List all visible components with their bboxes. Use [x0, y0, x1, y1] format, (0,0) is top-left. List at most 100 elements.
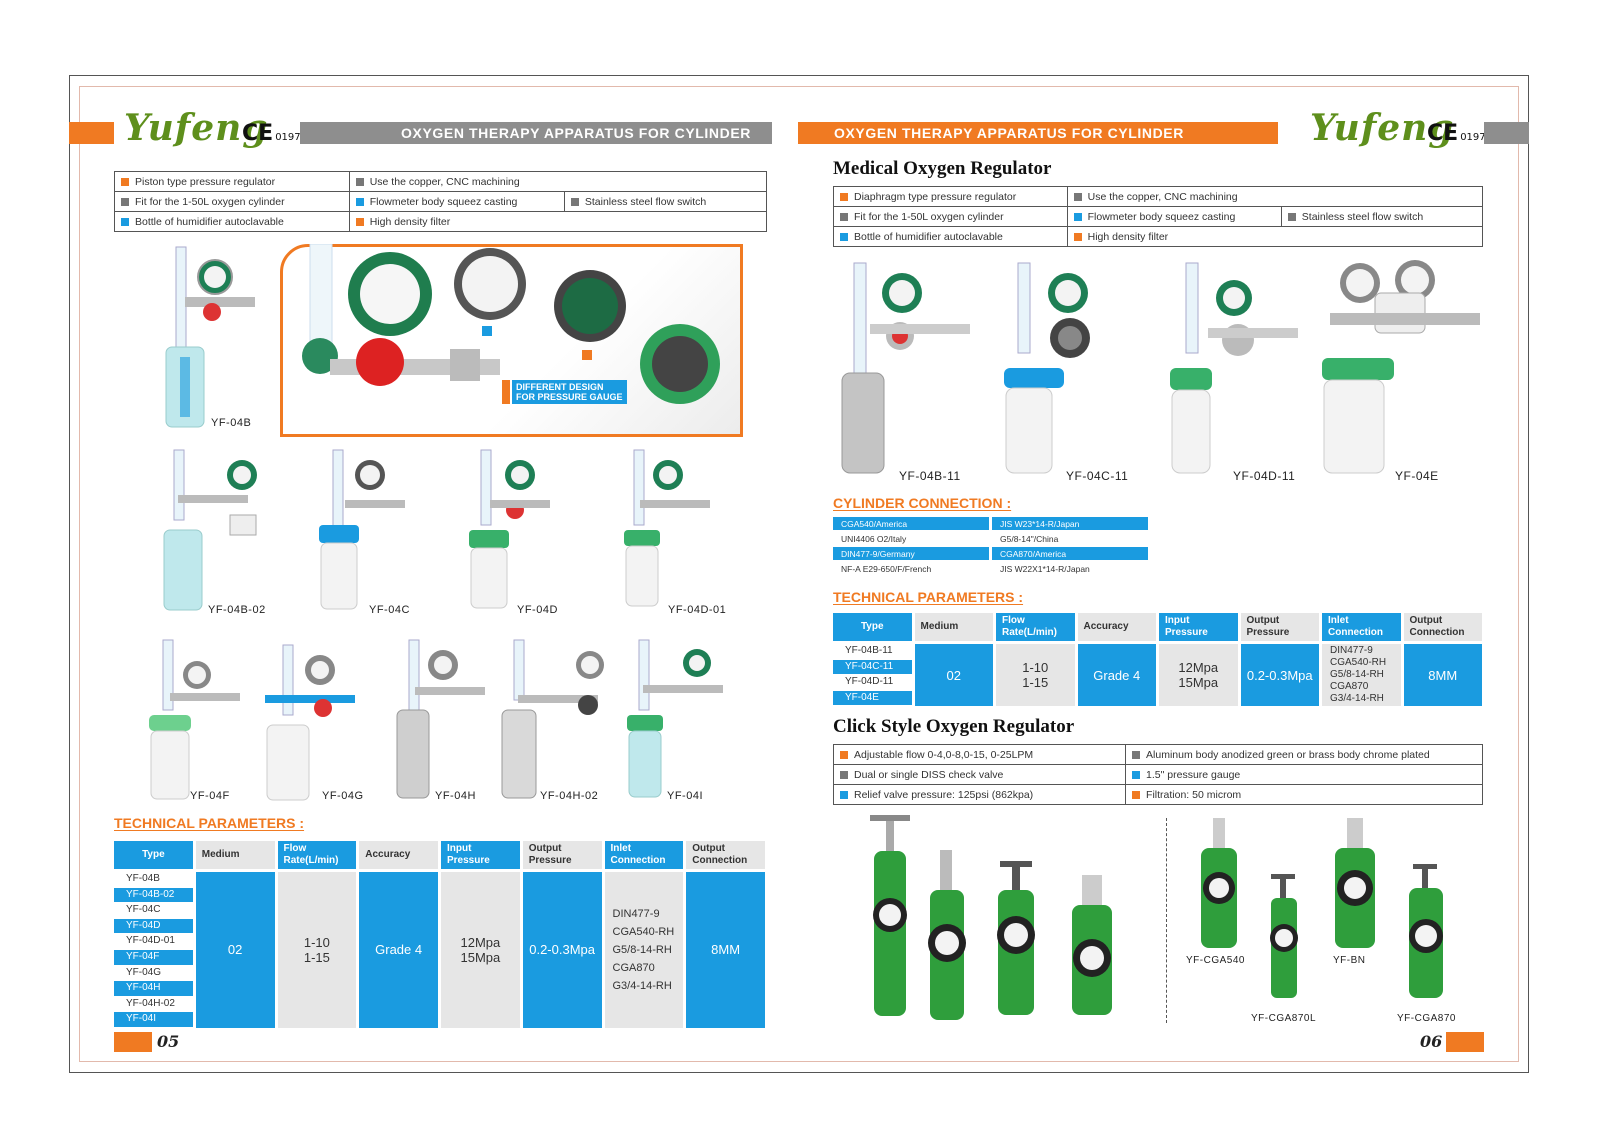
feature-cell: High density filter — [348, 211, 768, 232]
feature-cell: Use the copper, CNC machining — [348, 171, 768, 192]
type-item: YF-04F — [114, 949, 193, 965]
inlet-item: G3/4-14-RH — [612, 979, 672, 992]
bullet-icon — [570, 197, 579, 206]
feature-text: Relief valve pressure: 125psi (862kpa) — [854, 788, 1034, 801]
inlet-item: G3/4-14-RH — [1330, 693, 1384, 704]
product-yf-04h-image — [396, 639, 485, 799]
bullet-icon — [1287, 212, 1296, 221]
feature-text: Piston type pressure regulator — [135, 175, 276, 188]
feature-text: High density filter — [1087, 230, 1169, 243]
connection-cell: G5/8-14"/China — [992, 532, 1148, 545]
bullet-icon — [1073, 212, 1082, 221]
product-yf-04c-image — [319, 449, 405, 610]
left-orange-tab — [69, 122, 114, 144]
connection-cell: DIN477-9/Germany — [833, 547, 989, 560]
left-feature-table: Piston type pressure regulator Use the co… — [114, 171, 768, 232]
left-tech-title: TECHNICAL PARAMETERS : — [114, 815, 305, 831]
inlet-item: DIN477-9 — [612, 907, 660, 920]
right-banner-title: OXYGEN THERAPY APPARATUS FOR CYLINDER — [834, 125, 1184, 141]
bullet-icon — [1073, 192, 1082, 201]
product-label: YF-04B — [211, 417, 252, 429]
bullet-icon — [1132, 750, 1141, 759]
product-yf-04b-11-image — [841, 262, 970, 474]
spec-cell-flow: 1-10 1-15 — [996, 644, 1075, 706]
column-header: Flow Rate(L/min) — [277, 841, 357, 869]
feature-cell: High density filter — [1066, 226, 1484, 247]
product-label: YF-04D — [517, 604, 558, 616]
product-label: YF-BN — [1333, 955, 1366, 966]
feature-cell: Aluminum body anodized green or brass bo… — [1125, 744, 1483, 765]
feature-text: Flowmeter body squeez casting — [369, 195, 518, 208]
left-logo: Yufeng — [124, 107, 269, 149]
bullet-icon — [1073, 232, 1082, 241]
gauge-callout: DIFFERENT DESIGN FOR PRESSURE GAUGE — [512, 380, 627, 404]
bullet-icon — [1132, 790, 1141, 799]
product-label: YF-CGA870 — [1397, 1013, 1456, 1024]
feature-cell: Stainless steel flow switch — [1280, 206, 1484, 227]
column-header: Inlet Connection — [1322, 613, 1401, 641]
column-header: Type — [833, 613, 912, 641]
inlet-item: CGA540-RH — [1330, 657, 1387, 668]
page-frame — [69, 75, 1529, 1073]
product-label: YF-04B-11 — [899, 469, 961, 483]
type-item: YF-04D-01 — [114, 934, 193, 949]
feature-text: Use the copper, CNC machining — [369, 175, 520, 188]
feature-text: Flowmeter body squeez casting — [1087, 210, 1236, 223]
left-title-banner: OXYGEN THERAPY APPARATUS FOR CYLINDER — [300, 122, 772, 144]
spec-cell-output: 0.2-0.3Mpa — [522, 872, 602, 1028]
feature-cell: Stainless steel flow switch — [563, 191, 768, 212]
feature-text: Bottle of humidifier autoclavable — [135, 215, 284, 228]
product-yf-04f-image — [149, 639, 240, 800]
feature-text: 1.5" pressure gauge — [1146, 768, 1241, 781]
bullet-icon — [355, 197, 364, 206]
left-page-tab — [114, 1032, 152, 1052]
feature-cell: Adjustable flow 0-4,0-8,0-15, 0-25LPM — [832, 744, 1127, 765]
right-page-tab — [1446, 1032, 1484, 1052]
product-label: YF-04C-11 — [1066, 469, 1129, 483]
bullet-icon — [840, 770, 848, 779]
medical-regulator-heading: Medical Oxygen Regulator — [833, 158, 1052, 179]
right-tech-title: TECHNICAL PARAMETERS : — [833, 589, 1024, 605]
connection-cell: UNI4406 O2/Italy — [833, 532, 989, 545]
inlet-item: CGA870 — [1330, 681, 1369, 692]
inlet-item: CGA540-RH — [612, 925, 675, 938]
product-yf-04d-image — [469, 449, 550, 609]
feature-text: Dual or single DISS check valve — [854, 768, 1004, 781]
left-banner-title: OXYGEN THERAPY APPARATUS FOR CYLINDER — [401, 125, 751, 141]
column-header: Output Connection — [686, 841, 765, 869]
feature-text: High density filter — [369, 215, 451, 228]
feature-cell: Use the copper, CNC machining — [1066, 186, 1484, 207]
bullet-icon — [840, 212, 848, 221]
connection-cell: JIS W22X1*14-R/Japan — [992, 562, 1148, 575]
connection-cell: CGA540/America — [833, 517, 989, 530]
product-yf-04e-image — [1322, 260, 1480, 474]
column-header: Flow Rate(L/min) — [996, 613, 1075, 641]
bullet-icon — [121, 217, 129, 226]
type-item: YF-04D-11 — [833, 675, 912, 690]
column-header: Accuracy — [1077, 613, 1156, 641]
feature-cell: Bottle of humidifier autoclavable — [114, 211, 350, 232]
feature-cell: Relief valve pressure: 125psi (862kpa) — [832, 784, 1127, 805]
feature-text: Stainless steel flow switch — [1301, 210, 1424, 223]
feature-cell: Piston type pressure regulator — [114, 171, 350, 192]
type-item: YF-04B-02 — [114, 887, 193, 903]
product-yf-04d-11-image — [1170, 262, 1298, 474]
spec-cell-medium: 02 — [914, 644, 993, 706]
type-item: YF-04C-11 — [833, 659, 912, 674]
type-item: YF-04H — [114, 981, 193, 996]
gauge-showcase-image — [302, 244, 720, 404]
feature-cell: Flowmeter body squeez casting — [1066, 206, 1282, 227]
click-regulators-image — [870, 815, 1112, 1020]
